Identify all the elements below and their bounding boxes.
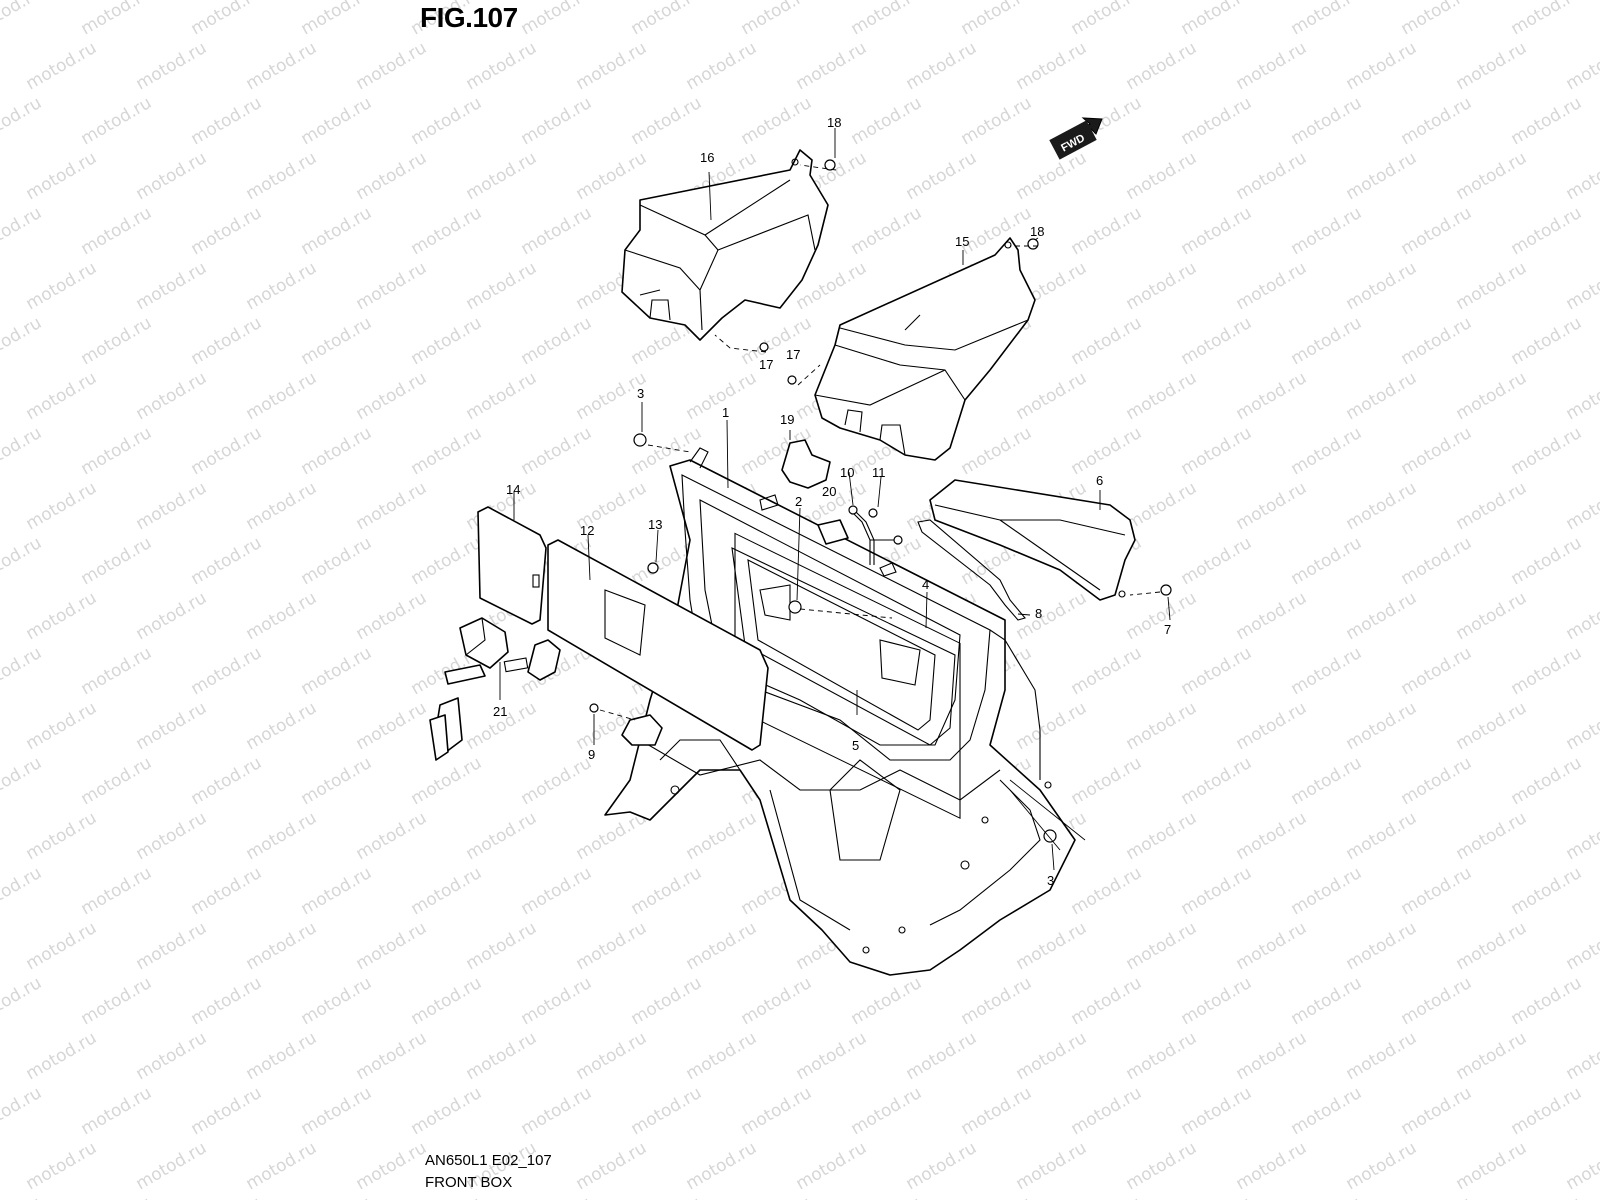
leader-lines <box>499 128 1171 871</box>
screw-17a <box>759 342 769 352</box>
figure-title: FIG.107 <box>420 2 518 33</box>
callout-18a: 18 <box>827 115 841 130</box>
screw-18a <box>824 159 836 171</box>
part-6-side-panel <box>929 479 1136 601</box>
figure-code: AN650L1 E02_107 <box>425 1152 552 1169</box>
callout-20: 20 <box>822 484 836 499</box>
fasteners <box>589 159 1172 843</box>
callout-11: 11 <box>872 465 886 480</box>
part-21-lock-set <box>429 617 529 761</box>
callout-16: 16 <box>700 150 714 165</box>
figure-name: FRONT BOX <box>425 1174 513 1191</box>
callout-17a: 17 <box>759 357 773 372</box>
callout-3a: 3 <box>637 386 644 401</box>
callout-14: 14 <box>506 482 520 497</box>
callout-3b: 3 <box>1047 873 1054 888</box>
screw-9 <box>589 703 599 713</box>
screw-11 <box>868 508 878 518</box>
part-12-lid <box>547 539 769 751</box>
screw-3a <box>633 433 647 447</box>
callout-19: 19 <box>780 412 794 427</box>
hinge-assembly <box>527 639 663 746</box>
callout-6: 6 <box>1096 473 1103 488</box>
screw-2 <box>788 600 802 614</box>
callout-17b: 17 <box>786 347 800 362</box>
screw-13 <box>647 562 659 574</box>
callout-2: 2 <box>795 494 802 509</box>
callout-18b: 18 <box>1030 224 1044 239</box>
screw-7 <box>1160 584 1172 596</box>
screw-17b <box>787 375 797 385</box>
callout-7: 7 <box>1164 622 1171 637</box>
screw-18b <box>1027 238 1039 250</box>
callout-8: 8 <box>1035 606 1042 621</box>
callout-9: 9 <box>588 747 595 762</box>
part-10-20-wiring <box>817 505 903 565</box>
part-8-trim <box>917 519 1026 621</box>
part-15-right-duct <box>814 237 1036 461</box>
callout-15: 15 <box>955 234 969 249</box>
screw-3b <box>1043 829 1057 843</box>
callout-10: 10 <box>840 465 854 480</box>
assembly-lines <box>599 164 1161 851</box>
fwd-direction-badge: FWD <box>1049 117 1103 160</box>
part-14-cover <box>477 506 547 625</box>
callout-1: 1 <box>722 405 729 420</box>
callout-4: 4 <box>922 577 929 592</box>
callout-labels: 1 2 3 3 4 5 6 7 8 9 10 11 12 13 14 15 16… <box>493 115 1171 888</box>
callout-13: 13 <box>648 517 662 532</box>
part-1-front-box <box>604 447 1076 976</box>
callout-21: 21 <box>493 704 507 719</box>
callout-5: 5 <box>852 738 859 753</box>
part-16-left-duct <box>621 149 829 341</box>
callout-12: 12 <box>580 523 594 538</box>
part-19-pad <box>781 439 831 489</box>
